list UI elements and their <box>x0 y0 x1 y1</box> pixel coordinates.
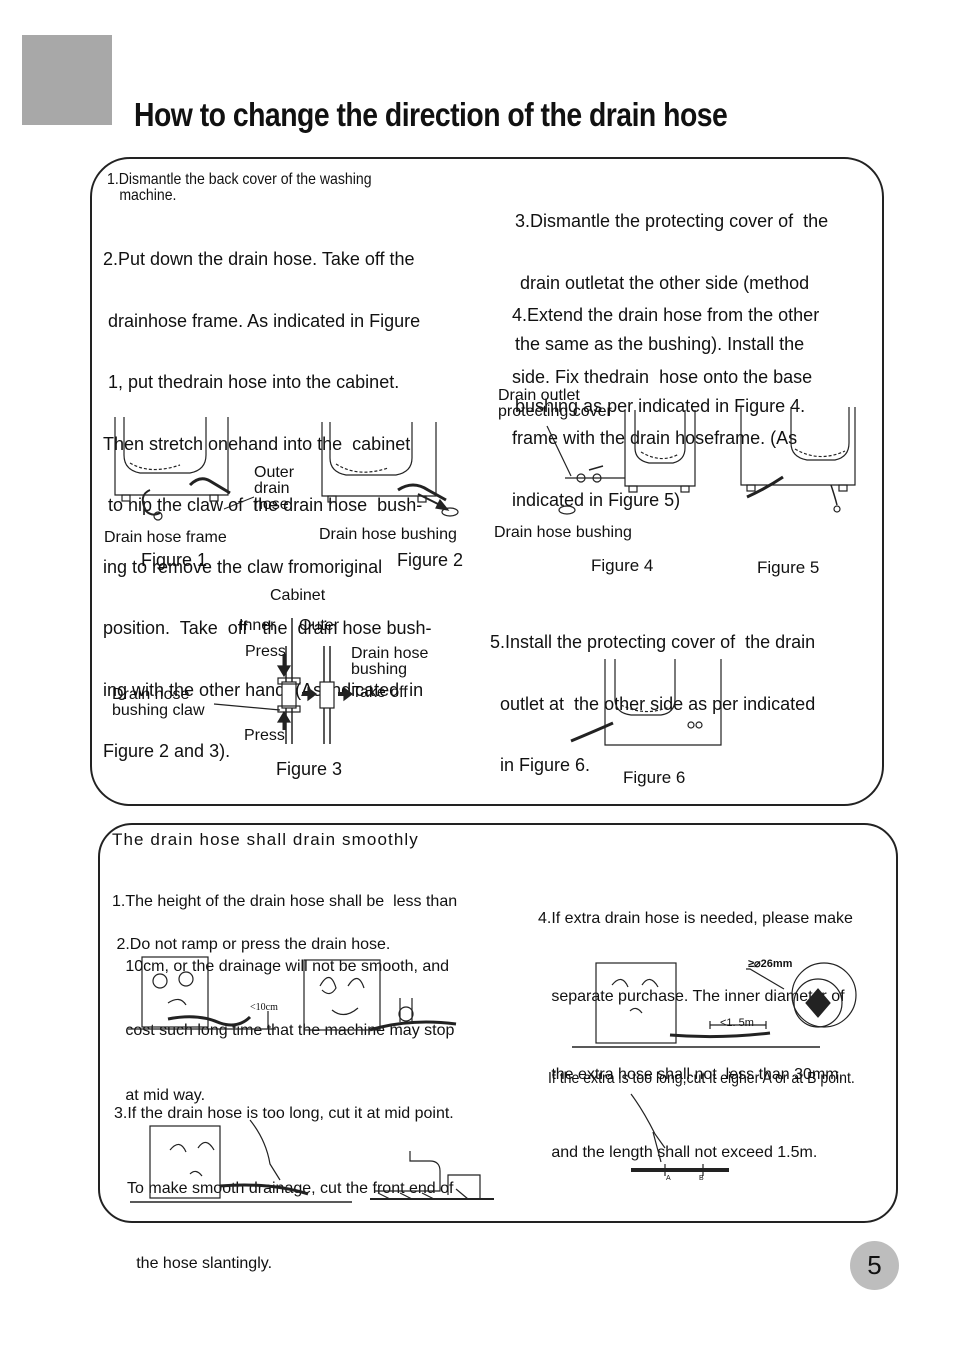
figure6-illustration <box>570 659 722 746</box>
press-bottom-label: Press <box>244 727 285 744</box>
item1-line: at mid way. <box>112 1086 206 1104</box>
drain-outlet-cover-label: Drain outlet protecting cover <box>498 388 612 420</box>
section-tab <box>22 35 112 125</box>
leader-line <box>223 496 255 510</box>
slant-cut-illustration <box>370 1151 494 1200</box>
step4-line: side. Fix thedrain hose onto the base <box>512 366 813 387</box>
dim-1-5m: <1. 5m <box>720 1017 754 1029</box>
dim-26mm: ≥⌀26mm <box>748 958 793 970</box>
instructions-panel <box>90 157 884 806</box>
figure5-caption: Figure 5 <box>757 558 820 577</box>
step3-line: bushing as per indicated in Figure 4. <box>515 395 806 416</box>
point-a: A <box>666 1175 671 1182</box>
item1-line: 10cm, or the drainage will not be smooth… <box>112 957 450 975</box>
figure1-caption: Figure 1 <box>141 550 208 570</box>
drain-hose-bushing-label: Drain hose bushing <box>319 526 457 543</box>
step3-line: the same as the bushing). Install the <box>515 334 805 354</box>
step4-line: 4.Extend the drain hose from the other <box>512 305 820 325</box>
label-line: hose <box>254 496 289 513</box>
figure1-illustration <box>114 417 231 521</box>
figure3-caption: Figure 3 <box>276 759 343 779</box>
bushing-claw-label: Drain hose bushing claw <box>112 687 205 719</box>
figure6-caption: Figure 6 <box>623 768 686 787</box>
figure4-illustration <box>546 410 696 515</box>
item3-line: To make smooth drainage, cut the front e… <box>114 1180 454 1197</box>
inner-label: Inner <box>239 617 276 634</box>
label-line: Drain outlet <box>498 387 580 404</box>
step2-line: position. Take off the drain hose bush- <box>103 618 432 638</box>
step4-line: indicated in Figure 5) <box>512 489 681 510</box>
item3-line: 3.If the drain hose is too long, cut it … <box>114 1105 454 1122</box>
point-b: B <box>699 1175 704 1182</box>
step3-line: drain outletat the other side (method <box>515 272 810 293</box>
label-line: protecting cover <box>498 403 612 420</box>
step2-line: 1, put thedrain hose into the cabinet. <box>103 372 400 392</box>
step1-line: machine. <box>119 187 177 204</box>
step2-line: Figure 2 and 3). <box>103 741 231 761</box>
dim-10cm: <10cm <box>250 1002 278 1013</box>
step2-line: ing with the other hand. (As indicated i… <box>103 679 424 700</box>
item4-line: the extra hose shall not less than 30mm, <box>538 1066 844 1083</box>
figure2-illustration <box>321 422 459 517</box>
step1-text: 1.Dismantle the back cover of the washin… <box>107 172 372 204</box>
figure3-illustration <box>213 618 353 744</box>
label-line: Outer <box>254 464 295 481</box>
take-off-label: Take off <box>352 684 408 701</box>
cabinet-label: Cabinet <box>270 587 326 604</box>
step5-line: in Figure 6. <box>490 755 591 775</box>
step1-line: 1.Dismantle the back cover of the washin… <box>107 171 372 188</box>
outer-label: Outer <box>299 617 340 634</box>
press-top-label: Press <box>245 643 286 660</box>
item3-line: the hose slantingly. <box>114 1255 273 1272</box>
extension-hose-illustration <box>572 962 857 1048</box>
bushing-right-label: Drain hose bushing <box>351 646 428 678</box>
item1-line: 1.The height of the drain hose shall be … <box>112 893 458 910</box>
press-illustration <box>303 959 457 1032</box>
drainage-panel <box>98 823 898 1223</box>
item4-line: 4.If extra drain hose is needed, please … <box>538 910 853 927</box>
outer-drain-hose-label: Outer drain hose <box>254 465 294 513</box>
drain-hose-frame-label: Drain hose frame <box>104 529 227 546</box>
step5-text: 5.Install the protecting cover of the dr… <box>490 591 815 796</box>
step4-line: frame with the drain hoseframe. (As <box>512 428 798 448</box>
ab-cut-illustration <box>630 1093 729 1176</box>
step2-line: drainhose frame. As indicated in Figure <box>103 310 421 331</box>
label-line: bushing <box>351 661 408 678</box>
figure2-caption: Figure 2 <box>397 550 464 570</box>
item4-text: 4.If extra drain hose is needed, please … <box>538 854 853 1192</box>
label-line: drain <box>254 480 290 497</box>
drain-hose-bushing-fig4-label: Drain hose bushing <box>494 524 632 541</box>
label-line: Drain hose <box>351 645 429 662</box>
item4-line: and the length shall not exceed 1.5m. <box>538 1144 818 1161</box>
item2-text: 2.Do not ramp or press the drain hose. <box>112 936 391 953</box>
step2-text: 2.Put down the drain hose. Take off the … <box>103 208 432 782</box>
drainage-heading: The drain hose shall drain smoothly <box>112 830 419 849</box>
step5-line: 5.Install the protecting cover of the dr… <box>490 632 816 652</box>
step2-line: 2.Put down the drain hose. Take off the <box>103 249 415 269</box>
step3-text: 3.Dismantle the protecting cover of the … <box>515 170 828 437</box>
step3-line: 3.Dismantle the protecting cover of the <box>515 211 829 231</box>
step2-line: ing to remove the claw fromoriginal <box>103 556 383 577</box>
label-line: Drain hose <box>112 686 190 703</box>
figure4-caption: Figure 4 <box>591 556 654 575</box>
step4-text: 4.Extend the drain hose from the other s… <box>512 264 819 531</box>
label-line: bushing claw <box>112 702 205 719</box>
height-illustration <box>128 956 276 1030</box>
page-number: 5 <box>850 1241 899 1290</box>
page-title: How to change the direction of the drain… <box>134 96 728 133</box>
cut-note: If the extra is too long,cut it eigher A… <box>548 1070 855 1087</box>
cut-hose-illustration <box>130 1119 352 1203</box>
figure5-illustration <box>740 407 856 513</box>
item3-text: 3.If the drain hose is too long, cut it … <box>114 1051 454 1301</box>
